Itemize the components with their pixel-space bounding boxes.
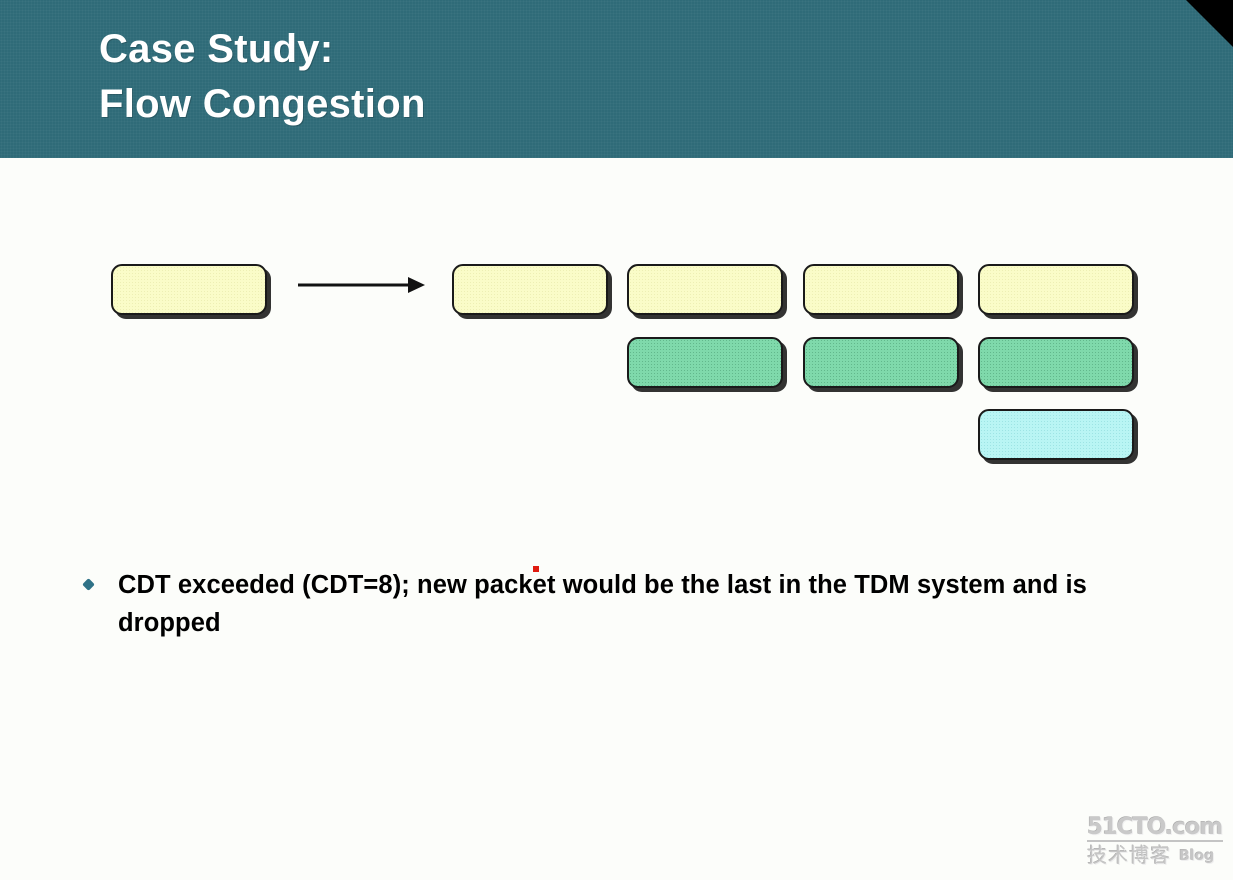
- watermark: 51CTO.com 技术博客 Blog: [1087, 815, 1227, 866]
- watermark-divider: [1087, 840, 1223, 842]
- watermark-subtitle-cn: 技术博客: [1087, 843, 1171, 867]
- slide-title-line-1: Case Study:: [99, 27, 334, 71]
- packet-box-col3-row1: [803, 264, 959, 315]
- slide-title-line-2: Flow Congestion: [99, 82, 426, 126]
- packet-box-col2-row1: [627, 264, 783, 315]
- packet-box-col4-row3: [978, 409, 1134, 460]
- slide-title: Case Study: Flow Congestion: [99, 22, 426, 132]
- packet-box-col1-row1: [452, 264, 608, 315]
- packet-box-col2-row2: [627, 337, 783, 388]
- watermark-subtitle-blog: Blog: [1179, 848, 1215, 864]
- red-speck-artifact: [533, 566, 539, 572]
- packet-box-source: [111, 264, 267, 315]
- slide-header-bar: Case Study: Flow Congestion: [0, 0, 1233, 158]
- packet-box-col4-row1: [978, 264, 1134, 315]
- bullet-list-item: CDT exceeded (CDT=8); new packet would b…: [82, 566, 1174, 642]
- flow-arrow-icon: [298, 277, 425, 293]
- packet-box-col3-row2: [803, 337, 959, 388]
- watermark-subtitle-row: 技术博客 Blog: [1087, 844, 1227, 866]
- corner-notch-decoration: [1186, 0, 1233, 47]
- watermark-site-name: 51CTO.com: [1087, 814, 1223, 840]
- bullet-marker-icon: [82, 578, 95, 591]
- packet-box-col4-row2: [978, 337, 1134, 388]
- bullet-item-text: CDT exceeded (CDT=8); new packet would b…: [118, 571, 1087, 637]
